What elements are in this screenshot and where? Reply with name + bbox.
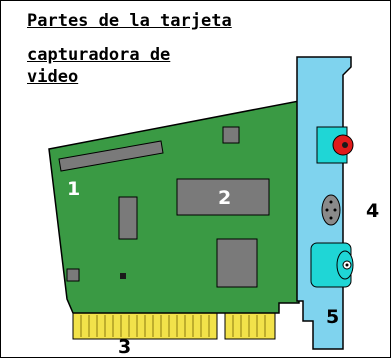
title-line-2: capturadora de: [27, 45, 171, 65]
title-line-3: video: [27, 67, 79, 87]
small-chip-top: [222, 126, 240, 144]
title-line-1: Partes de la tarjeta: [27, 11, 232, 31]
rca-connector-cyan: [310, 242, 354, 288]
top-slot-connector: [58, 140, 164, 172]
part-label-1: 1: [67, 178, 80, 200]
part-label-4: 4: [366, 200, 379, 222]
rca-connector-red: [316, 126, 354, 164]
part-label-5: 5: [326, 306, 339, 328]
svideo-connector: [321, 194, 341, 226]
edge-connector-pins: [72, 312, 276, 340]
square-chip: [216, 238, 258, 288]
part-label-2: 2: [218, 187, 231, 209]
vertical-chip: [118, 196, 138, 240]
main-chip: [176, 178, 270, 216]
tiny-component: [120, 273, 126, 279]
part-label-3: 3: [118, 336, 131, 358]
tiny-chip-left: [66, 268, 80, 282]
